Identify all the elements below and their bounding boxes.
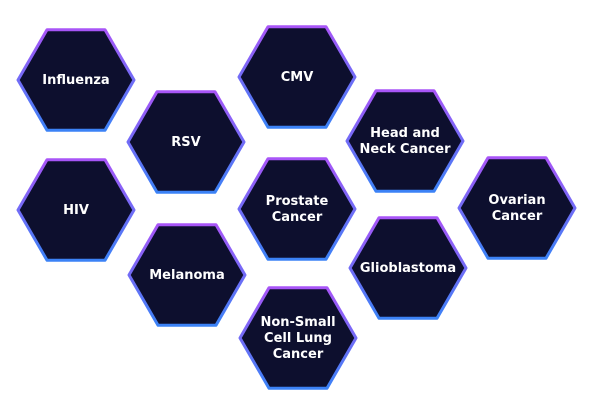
hexagon-hiv: HIV <box>16 158 136 262</box>
hexagon-shape <box>126 90 246 194</box>
hexagon-label: HIV <box>63 203 89 218</box>
hexagon-label: Melanoma <box>149 268 225 283</box>
hexagon-label-line: Non-Small <box>260 315 335 330</box>
hexagon-label-line: Cancer <box>273 347 324 362</box>
hexagon-label-line: RSV <box>171 135 200 150</box>
hexagon-shape <box>348 216 468 320</box>
hexagon-label-line: Prostate <box>266 194 329 209</box>
hexagon-influenza: Influenza <box>16 28 136 132</box>
hexagon-label-line: Cell Lung <box>264 331 332 346</box>
hexagon-shape <box>238 286 358 390</box>
hexagon-label: Glioblastoma <box>360 261 456 276</box>
hexagon-label-line: Cancer <box>492 209 543 224</box>
hexagon-shape <box>16 28 136 132</box>
hexagon-label-line: Glioblastoma <box>360 261 456 276</box>
hexagon-label-line: CMV <box>281 70 314 85</box>
hexagon-shape <box>237 25 357 129</box>
hexagon-label: CMV <box>281 70 314 85</box>
hexagon-label-line: Influenza <box>42 73 109 88</box>
hexagon-label: RSV <box>171 135 200 150</box>
hexagon-label-line: HIV <box>63 203 89 218</box>
hexagon-label-line: Cancer <box>272 210 323 225</box>
hexagon-label: Influenza <box>42 73 109 88</box>
hexagon-shape <box>16 158 136 262</box>
hexagon-shape <box>237 157 357 261</box>
hexagon-label-line: Ovarian <box>488 193 545 208</box>
hexagon-label-line: Neck Cancer <box>359 142 451 157</box>
hexagon-cmv: CMV <box>237 25 357 129</box>
hexagon-glioblastoma: Glioblastoma <box>348 216 468 320</box>
hexagon-label-line: Melanoma <box>149 268 225 283</box>
hexagon-melanoma: Melanoma <box>127 223 247 327</box>
hexagon-shape <box>127 223 247 327</box>
hexagon-shape <box>457 156 577 260</box>
hexagon-rsv: RSV <box>126 90 246 194</box>
hexagon-shape <box>345 89 465 193</box>
hexagon-label-line: Head and <box>370 126 440 141</box>
